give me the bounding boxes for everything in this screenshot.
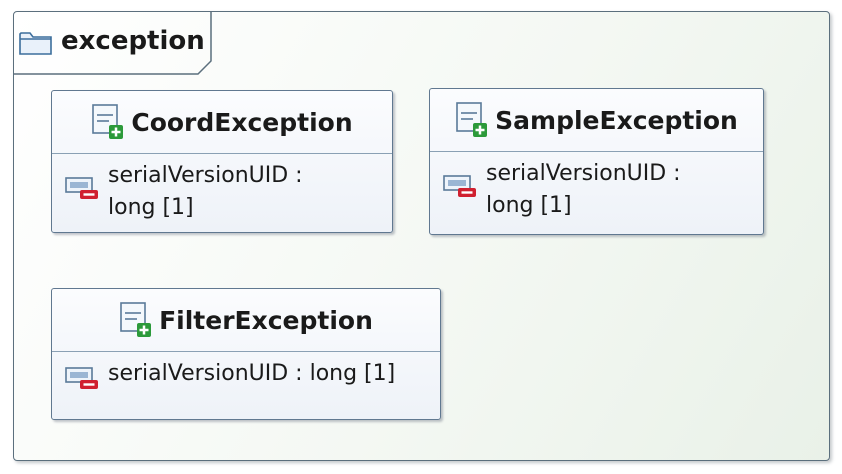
attribute-compartment: serialVersionUID : long [1] <box>52 352 440 390</box>
private-attribute-icon <box>65 367 98 389</box>
class-icon <box>120 302 152 337</box>
package-folder-icon <box>19 32 52 55</box>
class-filter-exception[interactable]: FilterException serialVersionUID : long … <box>51 288 441 420</box>
class-sample-exception[interactable]: SampleException serialVersionUID : long … <box>429 88 764 235</box>
package-name: exception <box>61 26 205 56</box>
class-icon <box>92 104 124 139</box>
attribute-text: serialVersionUID : long [1] <box>108 163 303 220</box>
class-name: SampleException <box>495 105 738 135</box>
class-header: FilterException <box>52 289 440 352</box>
package-tab-border <box>14 12 212 75</box>
attribute-text: serialVersionUID : long [1] <box>486 161 681 218</box>
private-attribute-icon <box>443 175 476 197</box>
class-header: SampleException <box>430 89 763 152</box>
class-header: CoordException <box>52 91 392 154</box>
private-attribute-icon <box>65 177 98 199</box>
attribute-text: serialVersionUID : long [1] <box>108 361 396 386</box>
class-name: CoordException <box>131 107 353 137</box>
class-icon <box>456 102 488 137</box>
class-coord-exception[interactable]: CoordException serialVersionUID : long [… <box>51 90 393 233</box>
package-exception[interactable]: exception CoordException <box>13 11 830 461</box>
attribute-compartment: serialVersionUID : long [1] <box>430 152 763 222</box>
class-name: FilterException <box>159 305 373 335</box>
attribute-compartment: serialVersionUID : long [1] <box>52 154 392 224</box>
package-tab: exception <box>14 12 212 75</box>
